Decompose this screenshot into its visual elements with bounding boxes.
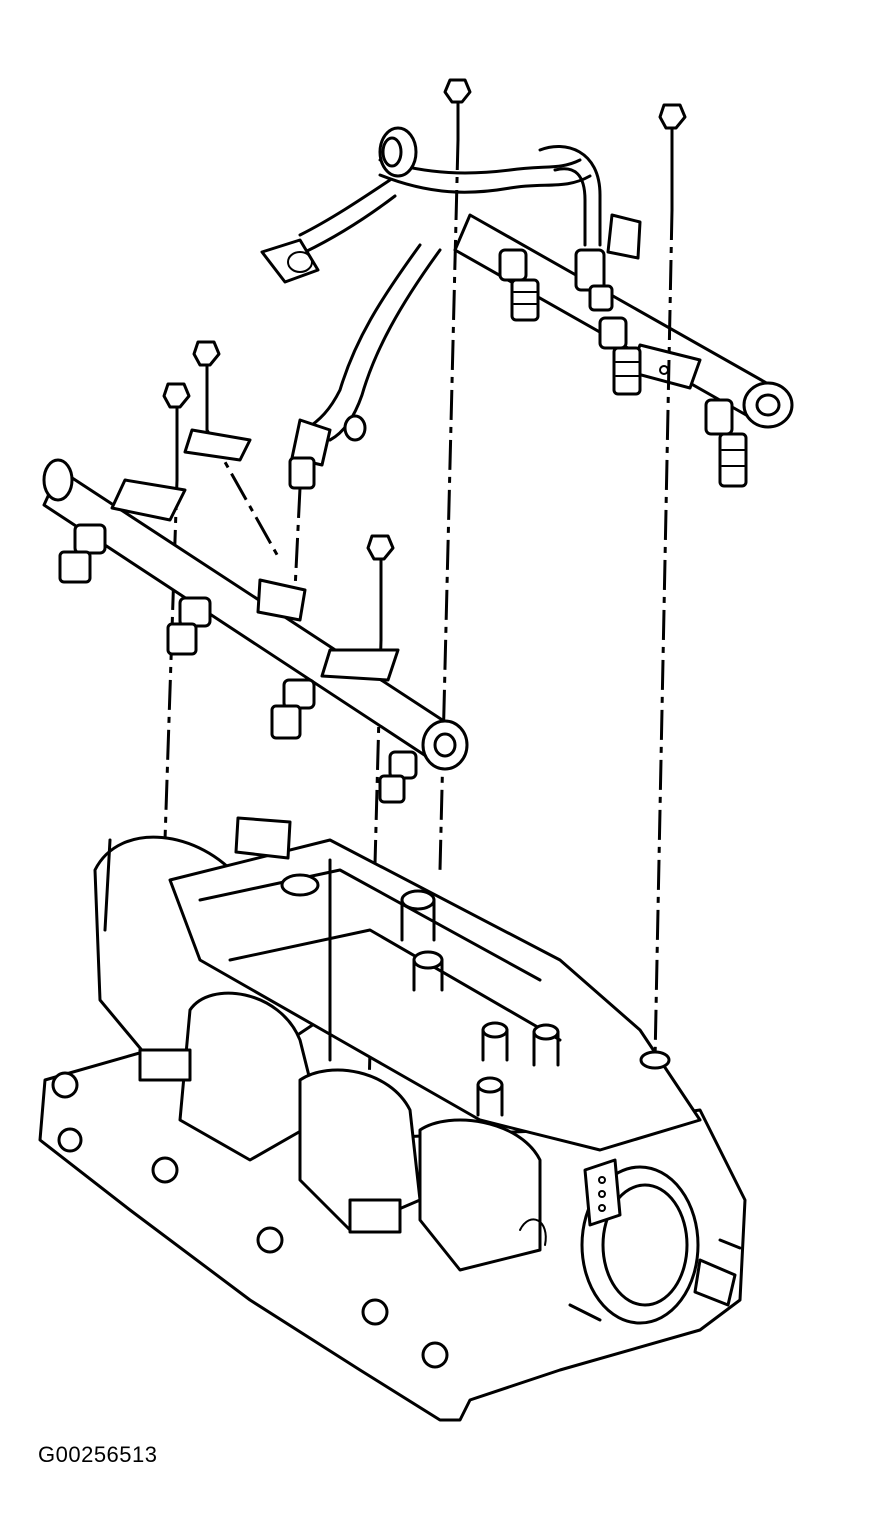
figure-id-label: G00256513 xyxy=(38,1442,158,1467)
rail-bolt xyxy=(366,534,395,642)
front-fuel-rail-assembly xyxy=(42,428,469,804)
intake-manifold xyxy=(38,816,747,1422)
rail-bolt xyxy=(658,103,687,212)
injector xyxy=(378,750,418,804)
throttle-body xyxy=(568,1158,742,1325)
injector xyxy=(498,248,540,322)
injector xyxy=(270,678,316,740)
rear-fuel-rail-assembly xyxy=(260,126,794,490)
mounting-boss xyxy=(412,950,444,992)
injector xyxy=(598,316,642,396)
mounting-boss xyxy=(476,1076,504,1117)
injector xyxy=(704,398,748,488)
rail-bolt xyxy=(443,78,472,142)
mounting-boss xyxy=(532,1023,560,1067)
mounting-boss xyxy=(400,889,436,942)
injector xyxy=(58,523,107,584)
rail-bolt xyxy=(162,382,191,482)
injector xyxy=(574,248,614,312)
rail-bolt xyxy=(192,340,221,432)
mounting-boss xyxy=(481,1021,509,1062)
injector xyxy=(166,596,212,656)
